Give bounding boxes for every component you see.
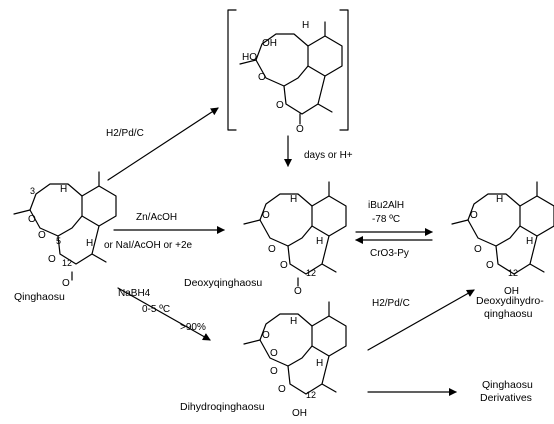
label-dihydroqinghaosu: Dihydroqinghaosu (180, 401, 265, 413)
c3-label: 3 (30, 186, 35, 196)
oh-label: OH (262, 38, 277, 49)
h-label: H (316, 358, 323, 369)
o-label: O (262, 210, 270, 221)
cond-nabh4-yield: >90% (180, 322, 206, 333)
c12-label: 12 (62, 258, 72, 268)
h-label: H (86, 238, 93, 249)
label-derivatives-1: Qinghaosu (482, 379, 533, 391)
o-label: O (278, 384, 286, 395)
o-label: O (280, 260, 288, 271)
oh-label: OH (292, 408, 307, 419)
cond-dibal: iBu2AlH (368, 200, 404, 211)
carbonyl-o-label: O (294, 286, 302, 297)
o-label: O (262, 330, 270, 341)
cond-nabh4: NaBH4 (118, 288, 151, 299)
o-label: O (258, 72, 266, 83)
cond-h2-pd-c-right: H2/Pd/C (372, 298, 410, 309)
cond-cro3: CrO3-Py (370, 248, 409, 259)
c12-label: 12 (306, 268, 316, 278)
h-label: H (302, 20, 309, 31)
o-label: O (270, 366, 278, 377)
o-label: O (486, 260, 494, 271)
label-deoxydihydroqinghaosu-2: qinghaosu (484, 308, 533, 320)
o-label: O (38, 230, 46, 241)
label-qinghaosu: Qinghaosu (14, 291, 65, 303)
oh-label: OH (504, 286, 519, 297)
cond-dibal-temp: -78 ºC (372, 214, 400, 225)
o-label: O (270, 348, 278, 359)
cond-h2-pd-c-top: H2/Pd/C (106, 128, 144, 139)
o-label: O (470, 210, 478, 221)
cond-zn-acoh: Zn/AcOH (136, 212, 177, 223)
arrow-nabh4 (117, 287, 211, 341)
ho-label: HO (242, 52, 257, 63)
deoxydihydroqinghaosu-structure: H O H O O 12 OH (451, 181, 554, 297)
bracket-intermediate: H OH HO O O O (227, 9, 349, 135)
carbonyl-o-label: O (62, 278, 70, 289)
c12-label: 12 (508, 268, 518, 278)
o-label: O (276, 100, 284, 111)
h-label: H (316, 236, 323, 247)
o-label: O (268, 244, 276, 255)
label-deoxydihydroqinghaosu-1: Deoxydihydro- (476, 295, 544, 307)
h-label: H (290, 194, 297, 205)
label-derivatives-2: Derivatives (480, 392, 532, 404)
label-deoxyqinghaosu: Deoxyqinghaosu (184, 277, 262, 289)
o-label: O (28, 214, 36, 225)
cond-nai: or NaI/AcOH or +2e (104, 240, 193, 251)
arrow-h2-top (107, 107, 219, 181)
c12-label: 12 (306, 390, 316, 400)
qinghaosu-structure: 3 H O O 5 H O 12 O (13, 171, 117, 289)
o-label: O (48, 254, 56, 265)
h-label: H (496, 194, 503, 205)
arrow-h2-right (367, 289, 475, 351)
h-label: H (290, 316, 297, 327)
deoxyqinghaosu-structure: H O H O O 12 O (243, 181, 347, 297)
h-label: H (60, 184, 67, 195)
carbonyl-o-label: O (296, 124, 304, 135)
cond-days: days or H+ (304, 150, 353, 161)
cond-nabh4-temp: 0-5 ºC (142, 304, 170, 315)
o-label: O (474, 244, 482, 255)
dihydroqinghaosu-structure: H O O H O O 12 OH (243, 301, 347, 419)
c5-label: 5 (56, 236, 61, 246)
h-label: H (526, 236, 533, 247)
